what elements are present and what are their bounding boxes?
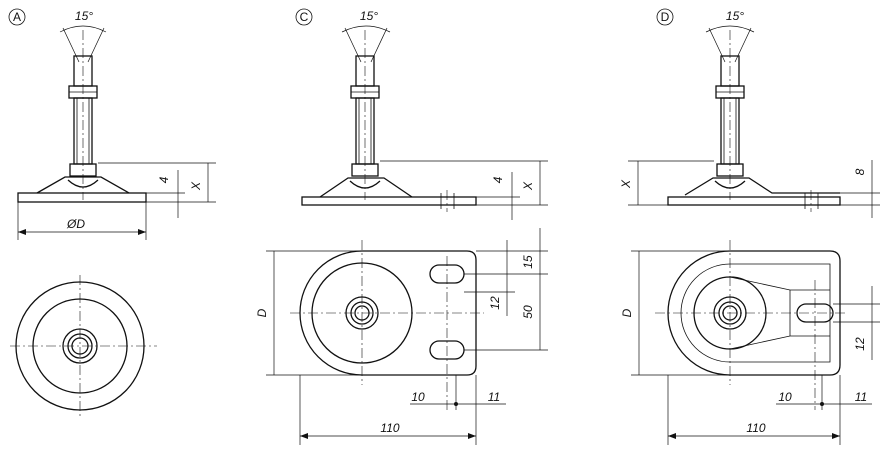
view-a-marker-circle bbox=[8, 8, 26, 26]
angle-line-right bbox=[87, 27, 105, 63]
plate-inner-circle bbox=[32, 298, 128, 394]
dim-x-label: X bbox=[189, 181, 203, 191]
view-c-angle: 15° bbox=[360, 9, 378, 23]
view-d-angle: 15° bbox=[726, 9, 744, 23]
angle-arc bbox=[59, 25, 107, 33]
view-d-dim-12: 12 bbox=[853, 337, 867, 351]
dim-diameter-label: ØD bbox=[66, 217, 85, 231]
view-c-dim-x: X bbox=[521, 181, 535, 191]
view-c: C 15° X 4 bbox=[255, 8, 548, 445]
plate-outer-circle bbox=[15, 281, 145, 411]
view-c-label: C bbox=[300, 10, 309, 24]
view-a-label: A bbox=[13, 10, 21, 24]
view-d-base-plate bbox=[667, 196, 841, 206]
view-a: A 15° X 4 ØD bbox=[8, 8, 216, 418]
view-d: D 15° X 8 bbox=[619, 8, 880, 445]
view-c-dim-110: 110 bbox=[380, 421, 399, 435]
view-c-base-plate bbox=[301, 196, 477, 206]
view-c-dim-50: 50 bbox=[521, 305, 535, 319]
view-d-dim-110: 110 bbox=[746, 421, 765, 435]
angle-label: 15° bbox=[75, 9, 93, 23]
view-c-dim-4: 4 bbox=[491, 176, 505, 183]
base-cone bbox=[36, 176, 130, 194]
view-c-plate-outline bbox=[299, 250, 477, 376]
base-plate bbox=[17, 192, 147, 203]
view-d-plate-outline bbox=[667, 250, 841, 376]
view-d-dim-x: X bbox=[619, 179, 633, 189]
ball-joint-cap bbox=[69, 163, 97, 177]
view-d-dim-10: 10 bbox=[778, 390, 792, 404]
dim-4-label: 4 bbox=[157, 176, 171, 183]
view-d-dim-d: D bbox=[620, 308, 634, 317]
angle-line-left bbox=[62, 27, 80, 63]
view-c-dim-15: 15 bbox=[521, 255, 535, 269]
view-c-dim-10: 10 bbox=[411, 390, 425, 404]
view-c-dim-11: 11 bbox=[488, 390, 500, 404]
view-c-dim-12: 12 bbox=[488, 296, 502, 310]
view-c-dim-d: D bbox=[255, 308, 269, 317]
view-d-dim-8: 8 bbox=[853, 168, 867, 175]
view-d-label: D bbox=[661, 10, 670, 24]
view-d-dim-11: 11 bbox=[855, 390, 867, 404]
